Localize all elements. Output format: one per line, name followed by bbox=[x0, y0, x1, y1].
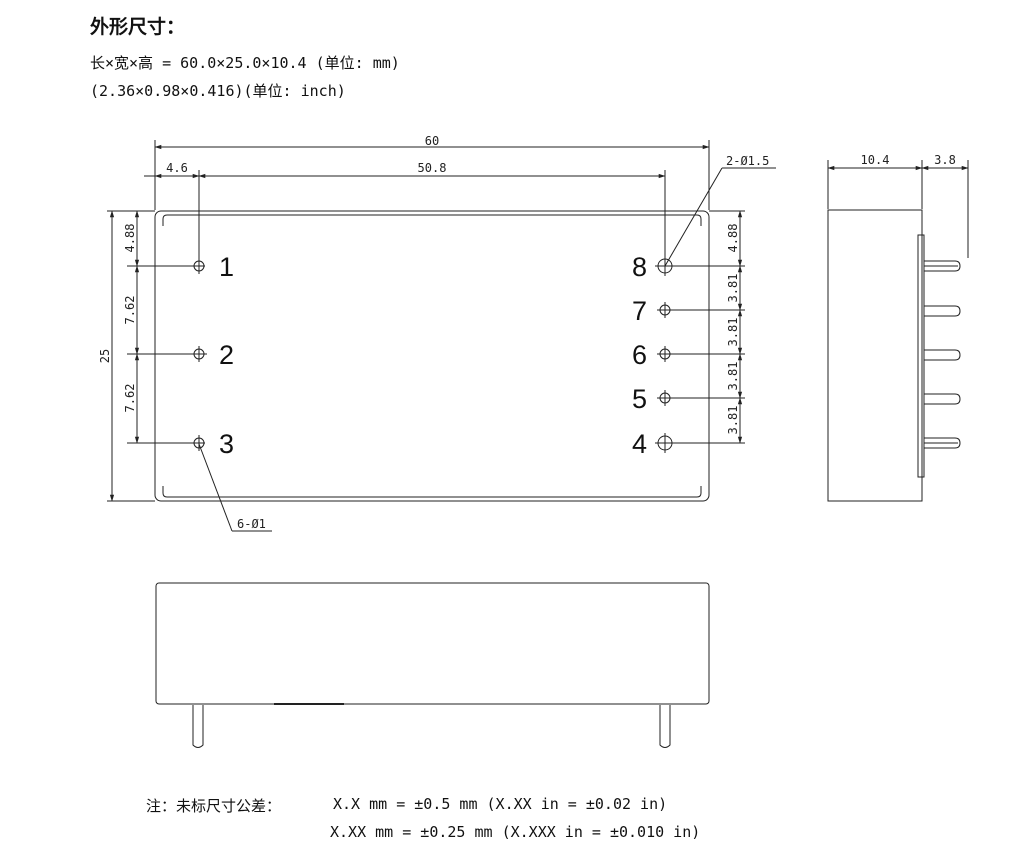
pin-number-5: 5 bbox=[632, 384, 647, 414]
pin-hole-6 bbox=[657, 346, 673, 362]
tolerance-note-line-2: X.XX mm = ±0.25 mm (X.XXX in = ±0.010 in… bbox=[330, 823, 701, 841]
front-pin-left bbox=[192, 705, 204, 748]
label-height: 25 bbox=[98, 349, 112, 363]
side-pin-8 bbox=[924, 260, 961, 272]
label-small-hole: 6-Ø1 bbox=[237, 517, 266, 531]
pin-number-8: 8 bbox=[632, 252, 647, 282]
label-side-pin: 3.8 bbox=[934, 153, 956, 167]
label-left-top: 4.88 bbox=[123, 224, 137, 253]
label-edge-offset: 4.6 bbox=[166, 161, 188, 175]
label-big-hole: 2-Ø1.5 bbox=[726, 154, 769, 168]
side-pin-4 bbox=[924, 437, 961, 449]
label-right-pitch-b: 3.81 bbox=[726, 318, 740, 347]
pin-number-2: 2 bbox=[219, 340, 234, 370]
label-right-top: 4.88 bbox=[726, 224, 740, 253]
pin-number-4: 4 bbox=[632, 429, 647, 459]
label-pin-span: 50.8 bbox=[418, 161, 447, 175]
label-right-pitch-c: 3.81 bbox=[726, 362, 740, 391]
front-pin-right bbox=[659, 705, 671, 748]
tolerance-note-line-1: X.X mm = ±0.5 mm (X.XX in = ±0.02 in) bbox=[333, 795, 668, 813]
label-side-depth: 10.4 bbox=[861, 153, 890, 167]
side-view-flange bbox=[917, 234, 925, 478]
pin-number-7: 7 bbox=[632, 296, 647, 326]
pin-hole-7 bbox=[657, 302, 673, 318]
section-heading: 外形尺寸： bbox=[90, 16, 186, 38]
pin-number-6: 6 bbox=[632, 340, 647, 370]
pin-hole-2 bbox=[191, 346, 207, 362]
side-view-body bbox=[827, 209, 923, 502]
pin-hole-5 bbox=[657, 390, 673, 406]
dimensions-inch: (2.36×0.98×0.416)(单位: inch) bbox=[90, 82, 346, 100]
label-left-mid2: 7.62 bbox=[123, 384, 137, 413]
pin-hole-3 bbox=[193, 435, 205, 451]
label-overall-length: 60 bbox=[425, 134, 439, 148]
pin-hole-4 bbox=[655, 433, 675, 453]
pin-hole-8 bbox=[655, 256, 675, 276]
side-pin-7 bbox=[924, 305, 961, 317]
top-view-body bbox=[154, 210, 710, 502]
label-right-pitch-a: 3.81 bbox=[726, 274, 740, 303]
pin-number-1: 1 bbox=[219, 252, 234, 282]
front-view-body bbox=[155, 582, 710, 705]
tolerance-note-label: 注：未标尺寸公差： bbox=[146, 797, 282, 815]
side-pin-6 bbox=[924, 349, 961, 361]
side-pin-5 bbox=[924, 393, 961, 405]
label-left-mid1: 7.62 bbox=[123, 296, 137, 325]
pin-hole-1 bbox=[193, 258, 205, 274]
pin-number-3: 3 bbox=[219, 429, 234, 459]
dimensions-mm: 长×宽×高 = 60.0×25.0×10.4 (单位: mm) bbox=[90, 54, 400, 72]
label-right-pitch-d: 3.81 bbox=[726, 406, 740, 435]
